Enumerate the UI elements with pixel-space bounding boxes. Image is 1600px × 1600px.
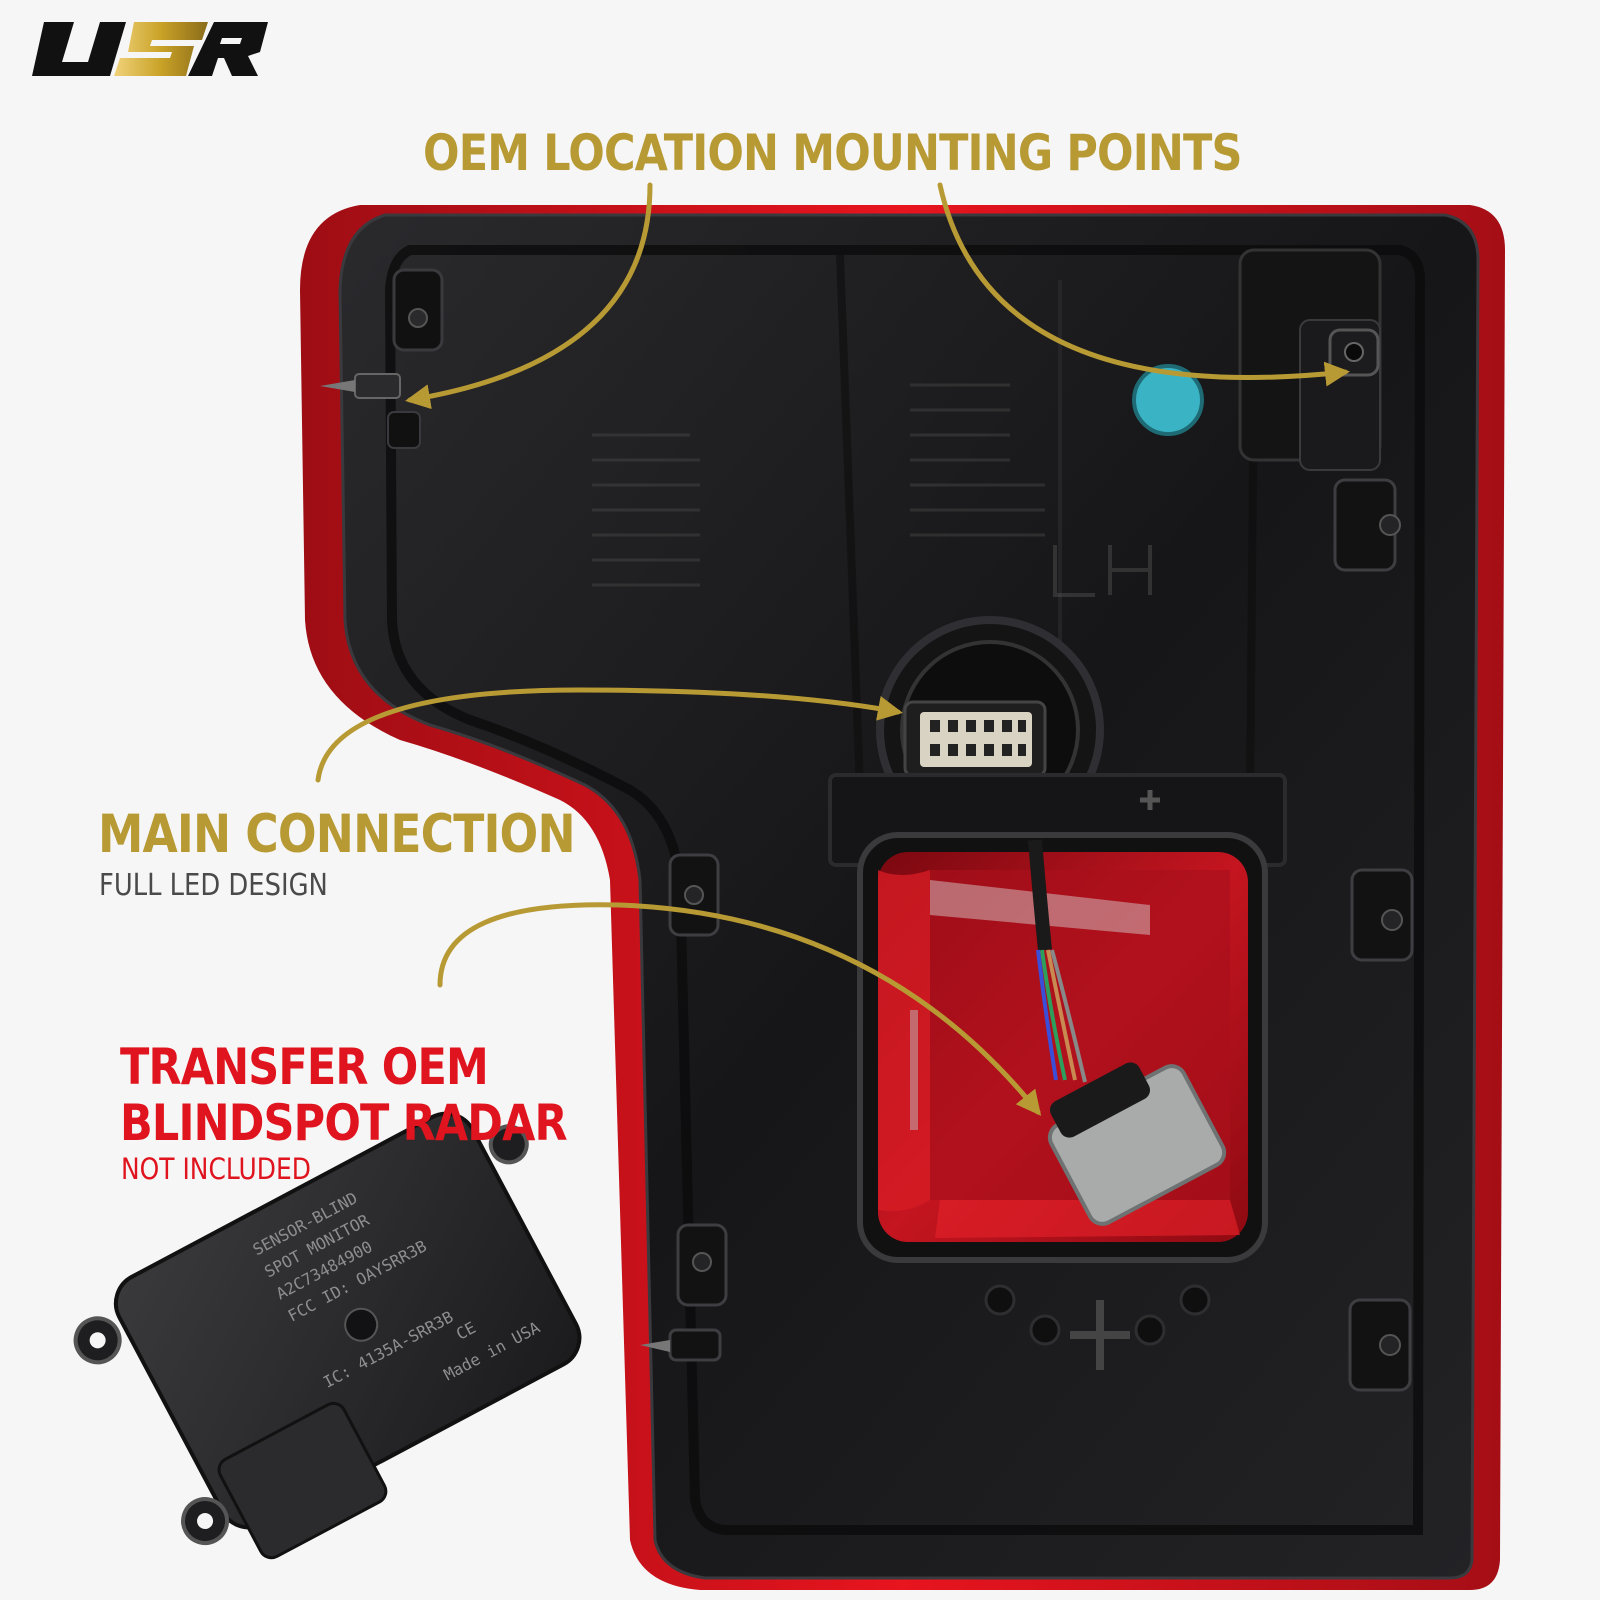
- arrow-mount-right: [937, 182, 1350, 387]
- arrow-mount-left: [405, 182, 653, 410]
- mounting-stud-top-right: [1328, 328, 1380, 377]
- housing-rib: [384, 245, 1426, 1535]
- main-connection-title: MAIN CONNECTION: [98, 804, 576, 865]
- embossed-text-block: [592, 383, 1045, 587]
- radar-title-line-1: TRANSFER OEM: [120, 1038, 489, 1096]
- cyan-cap: [1132, 364, 1204, 436]
- radar-wiring-harness: [1028, 839, 1227, 1226]
- side-clips: [640, 478, 1414, 1392]
- curved-arrow-icon: [315, 182, 1350, 1116]
- radar-subtitle: NOT INCLUDED: [121, 1152, 311, 1186]
- arrow-main-connection: [315, 687, 903, 783]
- lh-emboss: [1053, 545, 1152, 597]
- radar-title-line-2: BLINDSPOT RADAR: [120, 1094, 568, 1152]
- brand-logo: [32, 22, 268, 76]
- radar-mount-cavity: [828, 773, 1287, 1263]
- logo-mark-icon: [32, 22, 268, 76]
- main-connection-subtitle: FULL LED DESIGN: [99, 868, 328, 903]
- housing-bottom-details: [984, 1284, 1211, 1370]
- blindspot-radar-unit: SENSOR-BLIND SPOT MONITOR A2C73484900 FC…: [73, 1111, 582, 1560]
- mounting-points-title: OEM LOCATION MOUNTING POINTS: [423, 124, 1242, 182]
- mounting-stud-top-left: [320, 268, 444, 449]
- arrow-radar: [437, 902, 1042, 1116]
